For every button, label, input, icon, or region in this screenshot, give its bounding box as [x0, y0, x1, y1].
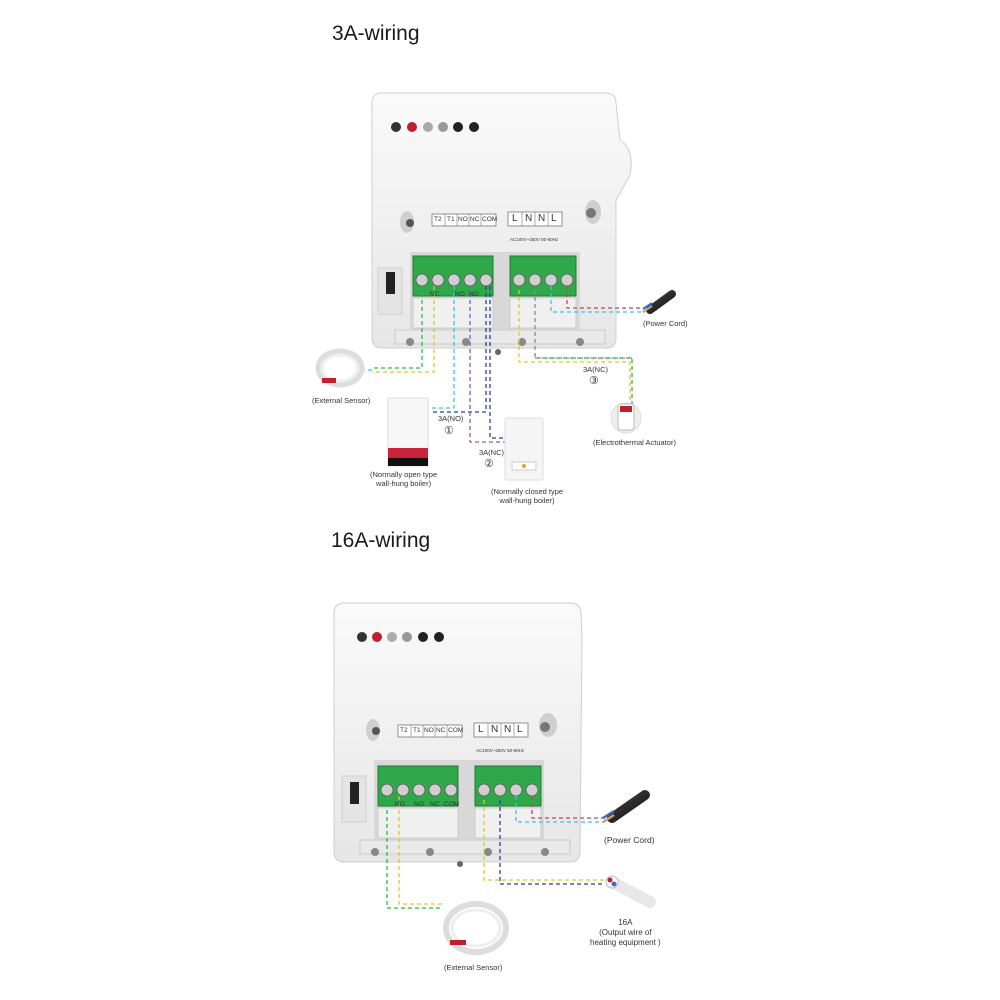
- screw-label-nc-3a: NC: [430, 291, 440, 298]
- terminal-label-nc-16a: NC: [436, 727, 446, 734]
- terminal-label-l1-3a: L: [512, 213, 518, 224]
- wire-sensor-yellow-3a: [372, 286, 435, 373]
- external-sensor-image-3a: [315, 348, 365, 388]
- terminal-label-n1-16a: N: [491, 724, 499, 735]
- caption-output-line3: heating equipment ): [590, 938, 661, 947]
- wire-sensor-yellow-16a: [398, 796, 442, 905]
- voltage-label-3a: AC100V~250V 50-60Hz: [510, 237, 559, 242]
- terminal-block-right-16a: [474, 765, 542, 807]
- caption-external-sensor-16a: (External Sensor): [444, 963, 503, 972]
- terminal-label-n1-3a: N: [525, 213, 533, 224]
- output-wire-image-16a: [605, 875, 656, 908]
- wire-sensor-green-16a: [386, 796, 442, 909]
- terminal-label-n-16a: N: [504, 724, 512, 735]
- wire-act-yellow-3a: [518, 290, 631, 405]
- wires-3a: [360, 286, 645, 443]
- circuit-number-1: ①: [444, 425, 454, 437]
- external-sensor-image-16a: [443, 901, 509, 955]
- circuit-number-3: ③: [589, 375, 599, 387]
- terminal-label-t2-16a: T2: [400, 727, 408, 734]
- caption-nc-boiler-line2: wall-hung boiler): [499, 496, 555, 506]
- caption-actuator: (Electrothermal Actuator): [593, 438, 676, 447]
- caption-power-cord-3a: (Power Cord): [643, 319, 688, 328]
- indicator-lights-16a: [357, 632, 444, 642]
- screw-label-nc-16a: NC: [430, 801, 440, 808]
- terminal-block-right-3a: [509, 255, 577, 297]
- wire-no-cyan-3a: [430, 286, 455, 409]
- terminal-label-t1-16a: T1: [413, 727, 421, 734]
- boiler-nc-image: [504, 417, 544, 481]
- wire-out-yellow-16a: [483, 800, 605, 881]
- terminal-label-t2-3a: T2: [434, 216, 442, 223]
- wire-sensor-green-3a: [372, 286, 423, 369]
- screw-label-com-16a: COM: [444, 801, 460, 808]
- wires-16a: [386, 796, 605, 909]
- caption-power-cord-16a: (Power Cord): [604, 835, 655, 845]
- terminal-label-com-3a: COM: [482, 216, 498, 223]
- wire-power-cyan-16a: [515, 796, 605, 823]
- caption-nc-boiler-line1: (Normally closed type: [491, 487, 564, 496]
- screw-label-no2-3a: NO: [469, 291, 479, 298]
- caption-output-line2: (Output wire of: [599, 928, 652, 937]
- wire-nc-blue-3a: [489, 286, 505, 439]
- section-title-3a: 3A-wiring: [332, 22, 420, 45]
- circuit-label-1: 3A(NO): [438, 414, 464, 423]
- terminal-block-left-16a: [377, 765, 459, 807]
- caption-no-boiler: (Normally open type wall-hung boiler): [370, 470, 437, 489]
- wire-power-cyan-3a: [550, 286, 645, 313]
- terminal-label-n-3a: N: [538, 213, 546, 224]
- power-cord-image-16a: [602, 790, 650, 824]
- wire-out-blue-16a: [499, 800, 605, 885]
- caption-nc-boiler: (Normally closed type wall-hung boiler): [491, 487, 563, 506]
- wire-power-red-16a: [531, 796, 605, 819]
- terminal-label-l-16a: L: [517, 724, 523, 735]
- circuit-label-2: 3A(NC): [479, 448, 505, 457]
- terminal-label-l1-16a: L: [478, 724, 484, 735]
- thermostat-back-3a: [371, 92, 632, 355]
- caption-output-wire-16a: 16A (Output wire of heating equipment ): [590, 918, 661, 948]
- terminal-label-l-3a: L: [551, 213, 557, 224]
- indicator-lights-3a: [391, 122, 479, 132]
- wire-act-gray-3a: [534, 290, 632, 359]
- wire-act-green-3a: [535, 357, 633, 405]
- screw-label-no-3a: NO: [455, 291, 465, 298]
- terminal-label-no-16a: NO: [424, 727, 434, 734]
- terminal-block-left-3a: [412, 255, 494, 297]
- caption-no-boiler-line2: wall-hung boiler): [376, 479, 432, 489]
- screw-label-no-16a: NO: [395, 801, 405, 808]
- circuit-label-3: 3A(NC): [583, 365, 609, 374]
- wire-nc-purple-3a: [469, 286, 505, 443]
- terminal-label-nc-3a: NC: [470, 216, 480, 223]
- caption-no-boiler-line1: (Normally open type: [370, 470, 438, 479]
- caption-external-sensor-3a: (External Sensor): [312, 396, 371, 405]
- thermostat-back-16a: [333, 602, 583, 867]
- terminal-label-no-3a: NO: [458, 216, 468, 223]
- voltage-label-16a: AC100V~250V 50-60Hz: [476, 748, 525, 753]
- power-cord-image-3a: [642, 290, 676, 314]
- screw-label-no2-16a: NO: [414, 801, 424, 808]
- actuator-image: [610, 402, 642, 434]
- circuit-number-2: ②: [484, 458, 494, 470]
- wire-no-blue-3a: [430, 286, 487, 413]
- wire-power-red-3a: [566, 286, 645, 309]
- section-title-16a: 16A-wiring: [331, 529, 431, 552]
- caption-output-line1: 16A: [618, 918, 633, 927]
- boiler-no-image: [387, 397, 429, 467]
- terminal-label-com-16a: COM: [448, 727, 464, 734]
- terminal-label-t1-3a: T1: [447, 216, 455, 223]
